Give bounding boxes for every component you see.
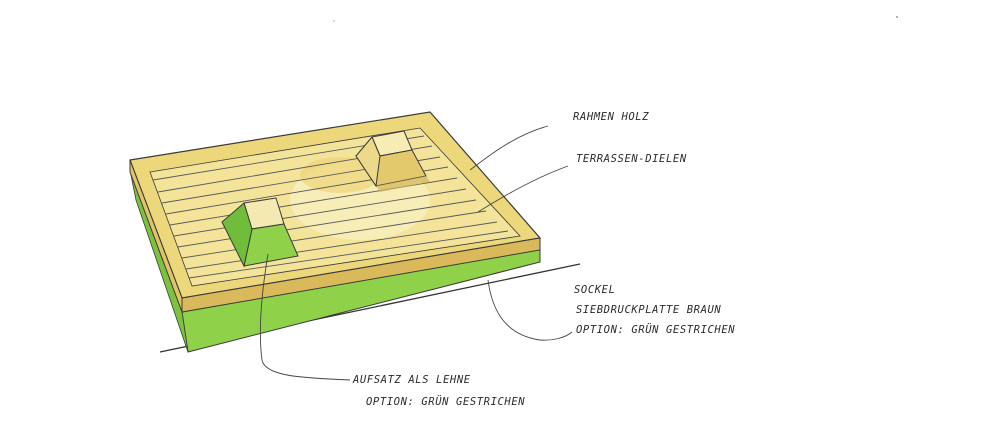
label-base-material: Siebdruckplatte braun (576, 304, 722, 316)
speck (896, 16, 898, 18)
decking-shade (300, 157, 380, 193)
label-frame-wood: Rahmen Holz (573, 111, 650, 123)
backrest-front-side (221, 202, 253, 268)
label-base: Sockel (574, 284, 616, 296)
label-backrest: Aufsatz als Lehne (353, 374, 471, 386)
label-decking: Terrassen-Dielen (576, 153, 687, 165)
backrest-back-shadow (376, 176, 430, 192)
frame-left-edge (129, 159, 183, 313)
label-base-option: Option: Grün gestrichen (576, 324, 736, 336)
label-backrest-option: Option: Grün gestrichen (366, 396, 526, 408)
leader-lines (259, 125, 573, 381)
speck (333, 20, 335, 22)
leader-decking (477, 165, 569, 213)
leader-frame (469, 125, 549, 171)
leader-backrest (259, 253, 351, 381)
leader-base (487, 279, 573, 341)
backrest-back-side (355, 136, 381, 188)
